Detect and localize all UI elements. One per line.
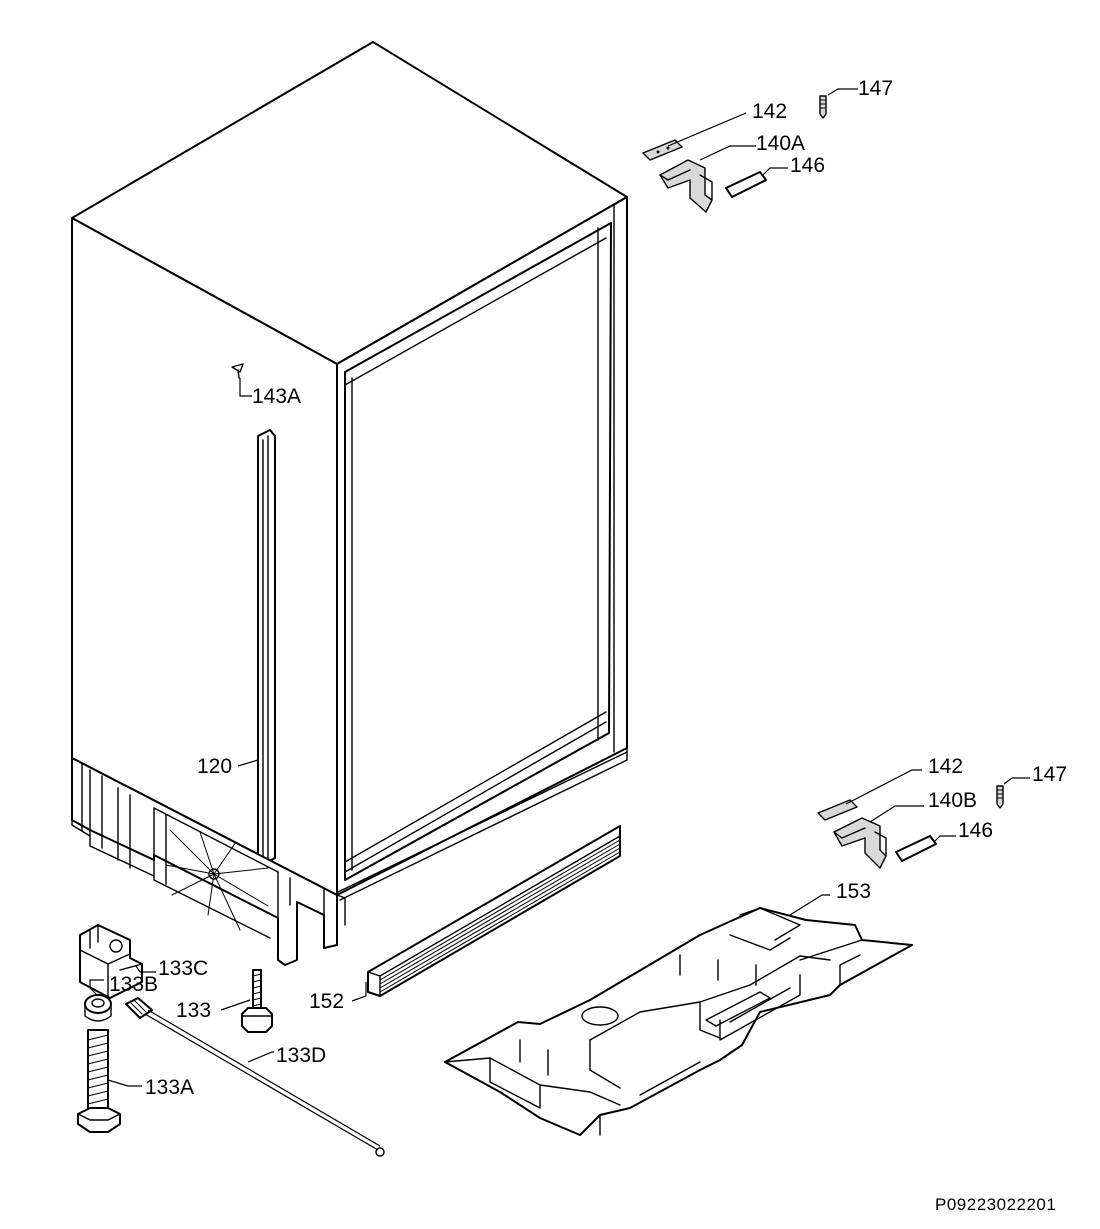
callout-labels: 143A 120 147 142 140A 146 142 140B 146 1… — [109, 77, 1067, 1099]
label-133: 133 — [176, 999, 211, 1022]
top-hinge-group — [642, 95, 827, 213]
label-143A: 143A — [252, 385, 301, 408]
cabinet — [71, 41, 628, 901]
label-133C: 133C — [158, 957, 208, 980]
foot-133A — [77, 1029, 121, 1133]
bottom-hinge-group — [817, 785, 1004, 869]
label-142-top: 142 — [752, 100, 787, 123]
label-120: 120 — [197, 755, 232, 778]
label-142-bottom: 142 — [928, 755, 963, 778]
cabinet-base — [71, 757, 346, 966]
leader-lines — [89, 88, 1030, 1087]
levelling-screw-133 — [241, 969, 273, 1033]
nut-133B — [84, 994, 112, 1022]
label-140B: 140B — [928, 789, 977, 812]
label-133D: 133D — [276, 1044, 326, 1067]
label-146-top: 146 — [790, 154, 825, 177]
label-133A: 133A — [145, 1076, 194, 1099]
label-140A: 140A — [756, 132, 805, 155]
kick-plate-152 — [367, 825, 621, 997]
drawing-reference-number: P09223022201 — [935, 1195, 1056, 1214]
side-strip-120 — [257, 429, 276, 865]
base-tray-153 — [444, 907, 913, 1136]
label-147-top: 147 — [858, 77, 893, 100]
label-133B: 133B — [109, 973, 158, 996]
label-153: 153 — [836, 880, 871, 903]
screw-143A — [231, 363, 244, 379]
label-147-bottom: 147 — [1032, 763, 1067, 786]
label-152: 152 — [309, 990, 344, 1013]
label-146-bottom: 146 — [958, 819, 993, 842]
rod-133D — [125, 997, 385, 1157]
